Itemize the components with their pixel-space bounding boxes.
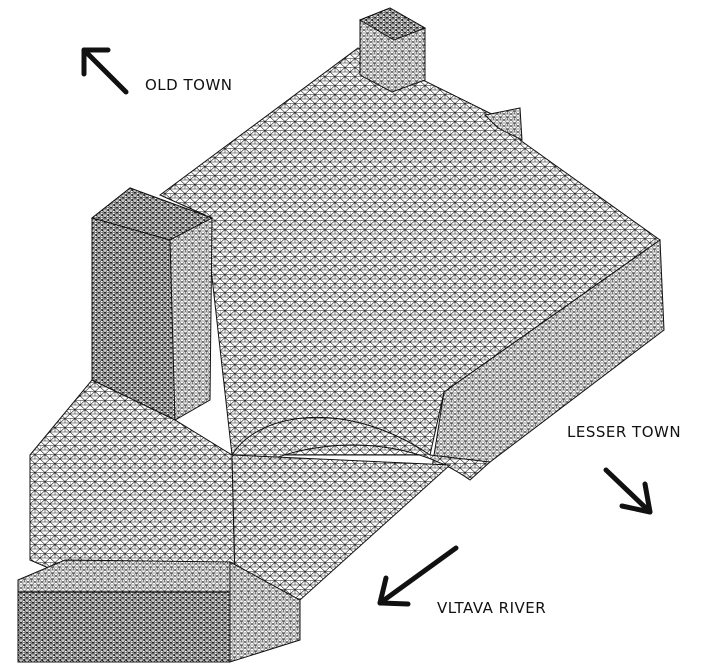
front-pier-base [29, 379, 452, 601]
rear-fin [483, 107, 523, 141]
rear-tower [358, 7, 427, 93]
central-arch [231, 417, 492, 481]
pier-cutwater-block [17, 559, 301, 663]
bridge-deck-top [159, 47, 661, 456]
vltava-river-label: VLTAVA RIVER [437, 599, 547, 617]
old-town-label: OLD TOWN [145, 76, 233, 94]
arrow-down-right-icon [603, 467, 653, 515]
arrow-up-left-icon [81, 47, 129, 95]
lesser-town-label: LESSER TOWN [567, 423, 682, 441]
front-tower [90, 187, 214, 421]
arrow-down-left-icon [377, 545, 459, 607]
